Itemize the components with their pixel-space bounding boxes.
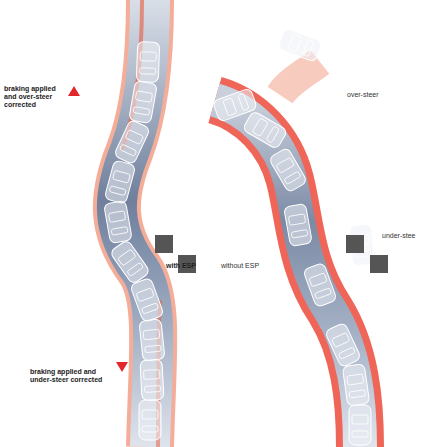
caption-label: with ESP [166,262,206,270]
annotation: braking applied and under-steer correcte… [30,368,114,384]
road-edge [215,100,360,447]
warning-triangle [116,362,128,372]
caption-label: without ESP [221,262,267,270]
marker-square [155,235,173,253]
car-sequence [212,28,374,445]
marker-square [346,235,364,253]
warning-triangle [68,86,80,96]
annotation: over-steer [347,91,397,99]
annotation: under-stee [382,232,422,240]
road [215,100,360,447]
annotation: braking applied and over-steer corrected [4,85,68,109]
marker-square [370,255,388,273]
